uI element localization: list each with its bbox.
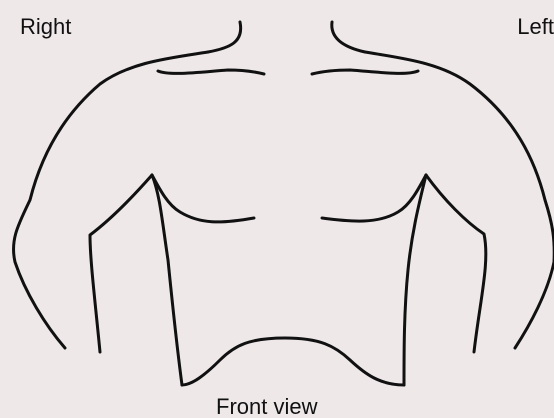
right-torso-side-line	[152, 175, 182, 385]
neck-left-line	[332, 22, 365, 52]
left-shoulder-arm-line	[365, 52, 554, 348]
right-chest-line	[152, 175, 254, 222]
neck-right-line	[208, 22, 241, 52]
left-collarbone-line	[312, 70, 418, 74]
left-inner-arm-line	[426, 175, 486, 352]
waist-curve-line	[182, 338, 404, 385]
right-collarbone-line	[158, 70, 264, 74]
right-shoulder-arm-line	[13, 52, 208, 348]
left-torso-side-line	[404, 175, 426, 385]
right-inner-arm-line	[90, 175, 152, 352]
left-chest-line	[322, 175, 426, 221]
